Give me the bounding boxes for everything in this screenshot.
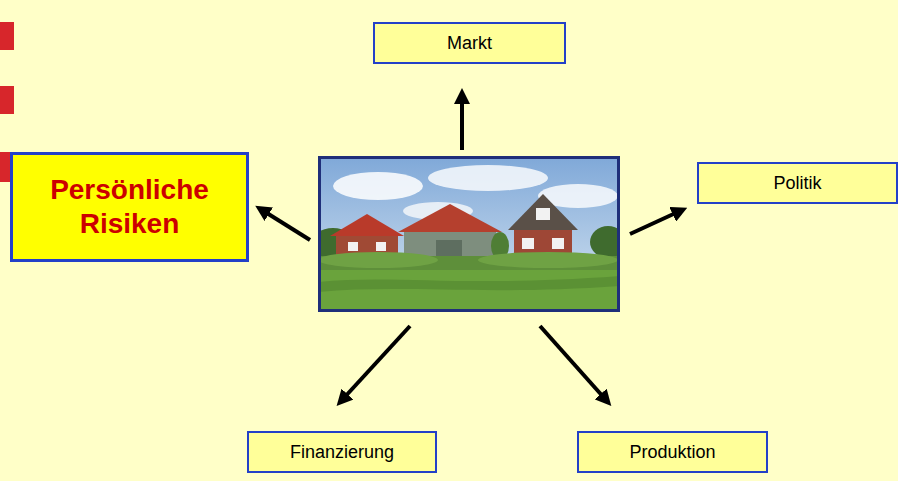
slide-bullet bbox=[0, 22, 14, 50]
topic-box: Politik bbox=[697, 162, 898, 204]
pointer-arrow bbox=[342, 326, 410, 400]
topic-box: Markt bbox=[373, 22, 566, 64]
pointer-arrow bbox=[460, 96, 464, 150]
box-label: Persönliche Risiken bbox=[25, 173, 234, 240]
box-label: Finanzierung bbox=[290, 442, 394, 463]
pointer-arrows bbox=[262, 96, 680, 400]
box-label: Politik bbox=[773, 173, 821, 194]
topic-box: Produktion bbox=[577, 431, 768, 473]
farm-photo bbox=[311, 156, 626, 312]
highlight-box: Persönliche Risiken bbox=[10, 152, 249, 262]
box-label: Markt bbox=[447, 33, 492, 54]
box-label: Produktion bbox=[629, 442, 715, 463]
topic-box: Finanzierung bbox=[247, 431, 437, 473]
pointer-arrow bbox=[540, 326, 606, 400]
pointer-arrow bbox=[262, 210, 310, 240]
pointer-arrow bbox=[630, 211, 680, 234]
slide-bullet bbox=[0, 86, 14, 114]
